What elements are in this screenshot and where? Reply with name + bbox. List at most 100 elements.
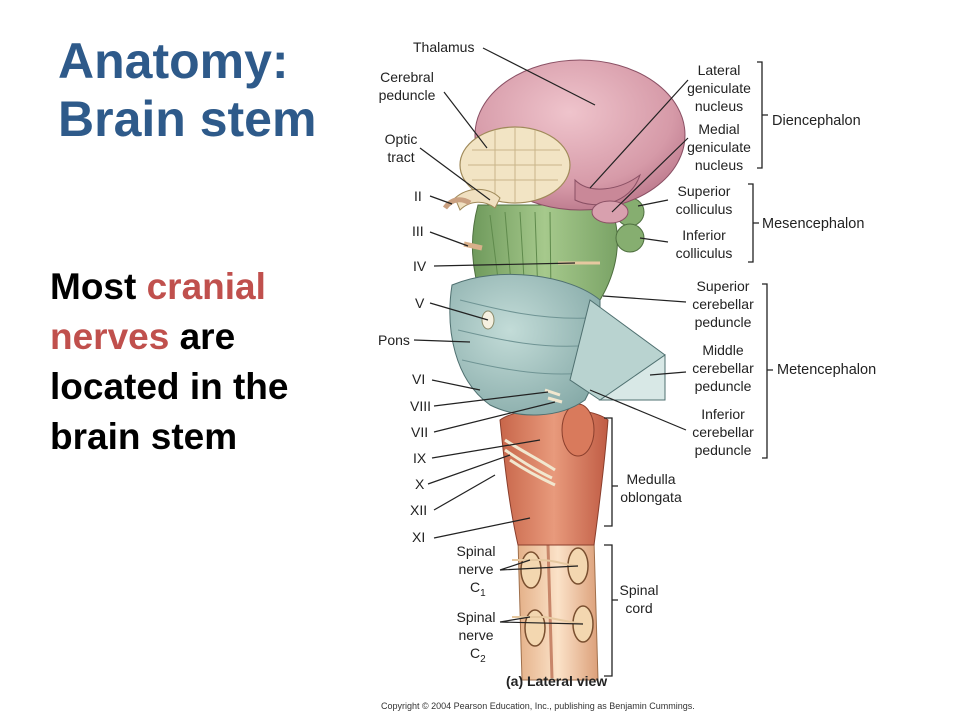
label-nerve-vii: VII: [411, 424, 428, 440]
label-middle-cerebellar-line1: Middle: [702, 342, 743, 358]
label-medial-geniculate-line3: nucleus: [695, 157, 743, 173]
label-nerve-x: X: [415, 476, 425, 492]
title-line-2: Brain stem: [58, 91, 317, 147]
label-spinal-cord-line1: Spinal: [620, 582, 659, 598]
bracket-diencephalon: [757, 61, 768, 169]
label-nerve-xii: XII: [410, 502, 427, 518]
title-line-1: Anatomy:: [58, 33, 289, 89]
body-text-highlight: cranial nerves: [50, 266, 266, 357]
leader-viii: [433, 391, 549, 407]
label-lateral-geniculate-line1: Lateral: [698, 62, 741, 78]
leader-superior-cerebellar: [602, 295, 687, 303]
pons-shape: [449, 273, 601, 416]
leader-medial-geniculate: [611, 137, 689, 213]
label-spinal-nerve-c2-line2: nerve: [458, 627, 493, 643]
spinal-nerve-c2-ganglion-front: [524, 609, 546, 647]
body-text-part-1: Most: [50, 266, 147, 307]
label-spinal-nerve-c1-line3: C1: [470, 579, 486, 599]
leader-cerebral-peduncle: [443, 91, 488, 149]
label-nerve-iv: IV: [413, 258, 427, 274]
label-medulla-line1: Medulla: [626, 471, 675, 487]
label-medial-geniculate-line1: Medial: [698, 121, 739, 137]
label-superior-colliculus-line1: Superior: [678, 183, 731, 199]
bracket-spinal-cord: [604, 544, 618, 677]
leader-optic-tract: [419, 147, 491, 201]
label-superior-cerebellar-line3: peduncle: [695, 314, 752, 330]
leader-ii: [429, 195, 453, 205]
label-spinal-cord-line2: cord: [625, 600, 652, 616]
label-superior-colliculus-line2: colliculus: [676, 201, 733, 217]
leader-xii: [433, 474, 496, 511]
leader-vii: [433, 401, 556, 433]
label-spinal-nerve-c1-line1: Spinal: [457, 543, 496, 559]
label-nerve-ii: II: [414, 188, 422, 204]
diagram-caption: (a) Lateral view: [506, 673, 607, 689]
label-optic-tract-line1: Optic: [385, 131, 418, 147]
label-cerebral-peduncle-line1: Cerebral: [380, 69, 434, 85]
label-superior-cerebellar-line2: cerebellar: [692, 296, 754, 312]
medial-geniculate-shape: [591, 200, 629, 224]
label-c1-subscript: 1: [480, 588, 486, 599]
label-c1-letter: C: [470, 579, 480, 595]
label-medulla-line2: oblongata: [620, 489, 682, 505]
leader-iv: [433, 262, 576, 267]
label-optic-tract-line2: tract: [387, 149, 414, 165]
label-inferior-cerebellar-line3: peduncle: [695, 442, 752, 458]
leader-thalamus: [482, 47, 596, 106]
spinal-nerve-c1-ganglion-front: [520, 551, 542, 589]
slide-title: Anatomy: Brain stem: [58, 32, 316, 148]
copyright-notice: Copyright © 2004 Pearson Education, Inc.…: [381, 701, 695, 711]
label-nerve-vi: VI: [412, 371, 425, 387]
leader-vi: [431, 379, 481, 391]
leader-spinal-nerve-c2: [499, 616, 584, 625]
cerebellar-peduncle-face: [598, 354, 666, 401]
label-pons: Pons: [378, 332, 410, 348]
slide-body-text: Most cranial nerves are located in the b…: [50, 262, 350, 462]
label-spinal-nerve-c1-line2: nerve: [458, 561, 493, 577]
label-medial-geniculate-line2: geniculate: [687, 139, 751, 155]
label-c2-subscript: 2: [480, 654, 486, 665]
leader-inferior-cerebellar: [589, 389, 687, 431]
label-middle-cerebellar-line3: peduncle: [695, 378, 752, 394]
leader-pons: [413, 339, 471, 343]
leader-xi: [433, 517, 531, 539]
leader-lateral-geniculate: [589, 79, 689, 189]
label-nerve-ix: IX: [413, 450, 427, 466]
label-inferior-colliculus-line2: colliculus: [676, 245, 733, 261]
leader-v: [429, 302, 489, 321]
label-spinal-nerve-c2-line1: Spinal: [457, 609, 496, 625]
bracket-mesencephalon: [748, 183, 759, 263]
label-cerebral-peduncle-line2: peduncle: [379, 87, 436, 103]
inferior-colliculus-shape: [615, 223, 645, 253]
optic-tract-shape: [454, 188, 501, 211]
label-lateral-geniculate-line3: nucleus: [695, 98, 743, 114]
label-c2-letter: C: [470, 645, 480, 661]
leader-superior-colliculus: [637, 199, 669, 207]
label-inferior-colliculus-line1: Inferior: [682, 227, 726, 243]
label-inferior-cerebellar-line1: Inferior: [701, 406, 745, 422]
olive-shape: [561, 403, 595, 457]
label-nerve-iii: III: [412, 223, 424, 239]
label-superior-cerebellar-line1: Superior: [697, 278, 750, 294]
leader-x: [427, 454, 511, 485]
leader-spinal-nerve-c1: [499, 559, 579, 571]
leader-inferior-colliculus: [639, 237, 669, 243]
leader-iii: [429, 231, 469, 247]
leader-middle-cerebellar: [649, 371, 687, 376]
cerebral-peduncle-texture: [468, 128, 562, 202]
label-lateral-geniculate-line2: geniculate: [687, 80, 751, 96]
label-middle-cerebellar-line2: cerebellar: [692, 360, 754, 376]
cerebral-peduncle-fibers: [489, 211, 552, 297]
label-diencephalon: Diencephalon: [772, 113, 861, 129]
label-spinal-nerve-c2-line3: C2: [470, 645, 486, 665]
lateral-geniculate-shape: [574, 173, 641, 206]
label-mesencephalon: Mesencephalon: [762, 216, 864, 232]
label-nerve-viii: VIII: [410, 398, 431, 414]
bracket-metencephalon: [762, 283, 773, 459]
bracket-medulla: [604, 417, 618, 527]
nerve-ii-stub: [442, 197, 472, 210]
label-nerve-v: V: [415, 295, 425, 311]
leader-ix: [431, 439, 541, 459]
label-thalamus: Thalamus: [413, 39, 474, 55]
